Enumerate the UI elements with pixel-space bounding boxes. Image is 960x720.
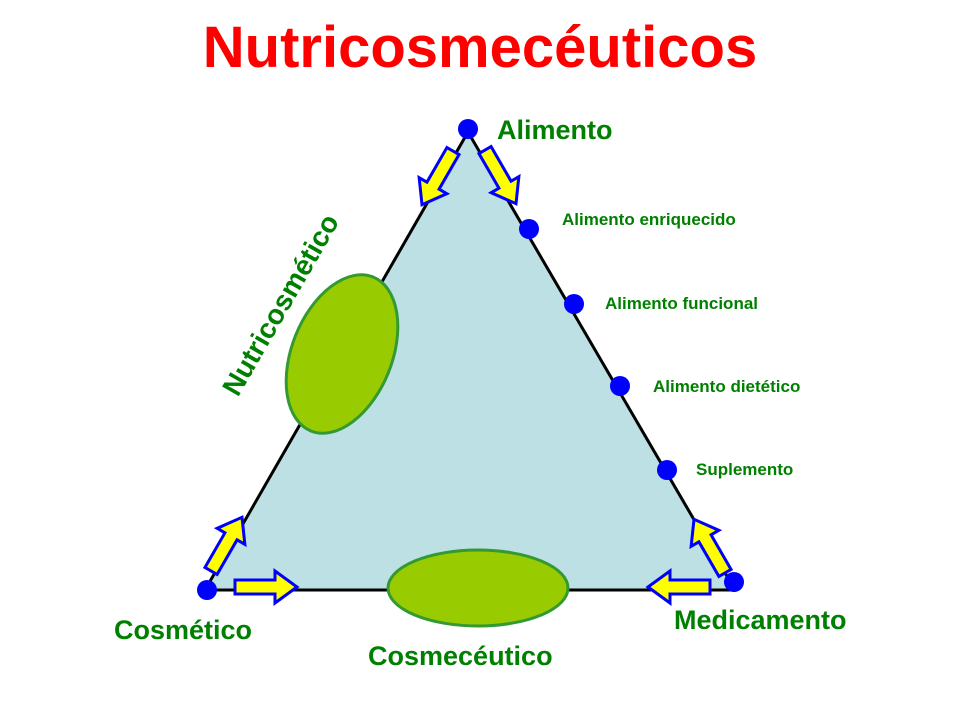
dot-alimento-dietetico bbox=[610, 376, 630, 396]
label-alimento-enriquecido: Alimento enriquecido bbox=[562, 210, 736, 229]
dot-alimento-funcional bbox=[564, 294, 584, 314]
dot-cosmetico bbox=[197, 580, 217, 600]
dot-suplemento bbox=[657, 460, 677, 480]
dot-alimento-enriquecido bbox=[519, 219, 539, 239]
dot-alimento bbox=[458, 119, 478, 139]
page-title: Nutricosmecéuticos bbox=[202, 15, 758, 80]
label-medicamento: Medicamento bbox=[674, 605, 847, 635]
nutricosmetico-ellipse bbox=[284, 273, 400, 435]
arrow-bottom-right-left bbox=[645, 568, 712, 606]
label-alimento: Alimento bbox=[497, 115, 613, 145]
label-alimento-funcional: Alimento funcional bbox=[605, 294, 758, 313]
label-suplemento: Suplemento bbox=[696, 460, 794, 479]
arrow-top-right bbox=[476, 144, 521, 206]
arrow-top-left bbox=[417, 145, 462, 207]
cosmeceutico-ellipse bbox=[386, 548, 570, 628]
label-cosmeceutico: Cosmecéutico bbox=[368, 641, 553, 671]
arrow-bottom-right-up bbox=[689, 517, 734, 579]
triangle bbox=[202, 129, 738, 592]
arrow-bottom-left-up bbox=[202, 515, 247, 577]
dot-medicamento bbox=[724, 572, 744, 592]
arrow-bottom-left-right bbox=[233, 568, 300, 606]
label-alimento-dietetico: Alimento dietético bbox=[653, 377, 801, 396]
label-cosmetico: Cosmético bbox=[114, 615, 253, 645]
